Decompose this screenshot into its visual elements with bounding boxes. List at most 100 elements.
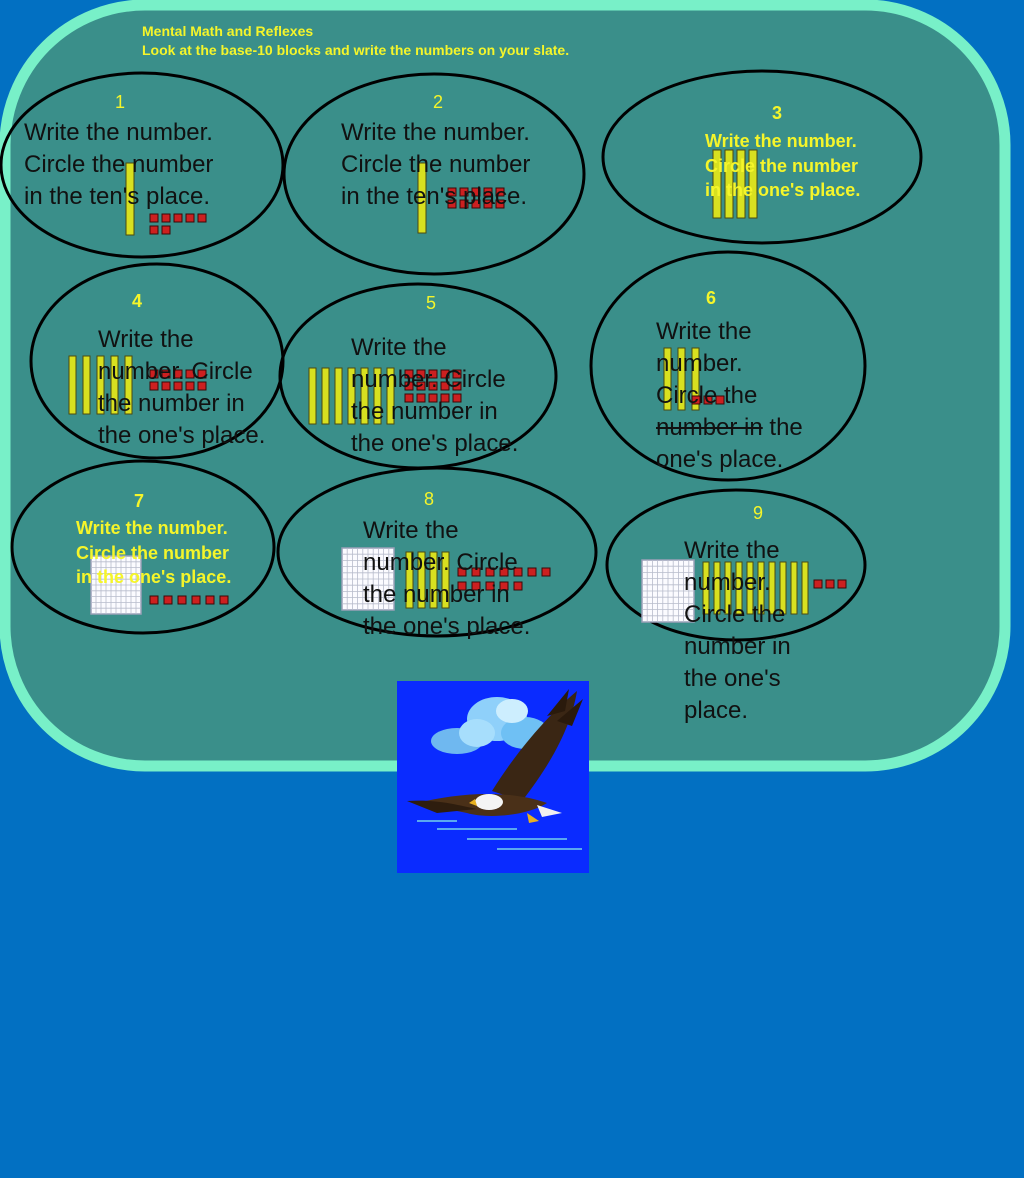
unit-cube bbox=[457, 567, 467, 577]
problem-3-text: Write the number. Circle the number in t… bbox=[705, 131, 861, 200]
unit-cube bbox=[161, 381, 171, 391]
unit-cube bbox=[471, 199, 481, 209]
problem-1-text: Write the number. Circle the number in t… bbox=[24, 117, 213, 213]
unit-cube bbox=[191, 595, 201, 605]
ten-rod bbox=[417, 162, 427, 234]
unit-cube bbox=[161, 213, 171, 223]
unit-cube bbox=[541, 567, 551, 577]
problem-5-text: Write the number. Circle the number in t… bbox=[351, 334, 519, 457]
oval-7 bbox=[10, 459, 276, 635]
ten-rod bbox=[724, 561, 732, 615]
ten-rod bbox=[735, 561, 743, 615]
problem-number-9: 9 bbox=[753, 503, 764, 523]
ten-rod bbox=[110, 355, 119, 415]
unit-cube bbox=[457, 581, 467, 591]
problem-4-text: Write the number. Circle the number in t… bbox=[98, 326, 266, 449]
unit-cube bbox=[404, 381, 414, 391]
unit-cube bbox=[173, 213, 183, 223]
ten-rod bbox=[373, 367, 382, 425]
unit-cube bbox=[485, 567, 495, 577]
ten-rod bbox=[801, 561, 809, 615]
ten-rod bbox=[712, 149, 722, 219]
ten-rod bbox=[790, 561, 798, 615]
ten-rod bbox=[386, 367, 395, 425]
ten-rod bbox=[702, 561, 710, 615]
ten-rod bbox=[96, 355, 105, 415]
problem-number-7: 7 bbox=[134, 491, 145, 511]
unit-cube bbox=[513, 567, 523, 577]
unit-cube bbox=[471, 187, 481, 197]
unit-cube bbox=[691, 395, 701, 405]
unit-cube bbox=[404, 369, 414, 379]
unit-cube bbox=[495, 187, 505, 197]
unit-cube bbox=[428, 393, 438, 403]
unit-cube bbox=[149, 369, 159, 379]
unit-cube bbox=[428, 381, 438, 391]
problem-6-line: Write the bbox=[656, 318, 752, 345]
ten-rod bbox=[417, 551, 426, 609]
ten-rod bbox=[677, 347, 686, 411]
oval-1 bbox=[0, 71, 285, 259]
unit-cube bbox=[452, 393, 462, 403]
ten-rod bbox=[124, 355, 133, 415]
unit-cube bbox=[495, 199, 505, 209]
unit-cube bbox=[447, 187, 457, 197]
eagle-icon bbox=[397, 681, 589, 873]
problem-6-line: one's place. bbox=[656, 446, 784, 473]
ten-rod bbox=[347, 367, 356, 425]
problem-number-5: 5 bbox=[426, 293, 437, 313]
unit-cube bbox=[813, 579, 823, 589]
ten-rod bbox=[68, 355, 77, 415]
page-title: Mental Math and Reflexes bbox=[142, 23, 314, 39]
unit-cube bbox=[163, 595, 173, 605]
ten-rod bbox=[405, 551, 414, 609]
ten-rod bbox=[441, 551, 450, 609]
ten-rod bbox=[768, 561, 776, 615]
unit-cube bbox=[825, 579, 835, 589]
problem-2-line: Circle the number bbox=[341, 151, 531, 178]
ten-rod bbox=[321, 367, 330, 425]
ten-rod bbox=[308, 367, 317, 425]
problem-2-text: Write the number. Circle the number in t… bbox=[341, 117, 530, 213]
unit-cube bbox=[527, 567, 537, 577]
unit-cube bbox=[149, 381, 159, 391]
problem-9-text: Write the number. Circle the number in t… bbox=[684, 537, 791, 724]
unit-cube bbox=[416, 369, 426, 379]
unit-cube bbox=[404, 393, 414, 403]
unit-cube bbox=[173, 369, 183, 379]
problem-number-8: 8 bbox=[424, 489, 435, 509]
base-ten-blocks bbox=[68, 149, 847, 623]
unit-cube bbox=[197, 213, 207, 223]
problem-1-line: Write the number. bbox=[24, 119, 213, 146]
problem-1-line: in the ten's place. bbox=[24, 183, 211, 210]
unit-cube bbox=[459, 187, 469, 197]
ten-rod bbox=[360, 367, 369, 425]
problem-2-line: Write the number. bbox=[341, 119, 530, 146]
cloud-icon bbox=[431, 697, 549, 754]
oval-2 bbox=[282, 72, 586, 276]
unit-cube bbox=[715, 395, 725, 405]
unit-cube bbox=[471, 567, 481, 577]
unit-cube bbox=[440, 393, 450, 403]
struck-text: number in bbox=[656, 414, 763, 441]
ten-rod bbox=[736, 149, 746, 219]
unit-cube bbox=[440, 369, 450, 379]
unit-cube bbox=[197, 381, 207, 391]
unit-cube bbox=[440, 381, 450, 391]
unit-cube bbox=[185, 381, 195, 391]
unit-cube bbox=[499, 581, 509, 591]
ten-rod bbox=[746, 561, 754, 615]
unit-cube bbox=[161, 225, 171, 235]
ten-rod bbox=[334, 367, 343, 425]
problem-6-line-rest: the bbox=[762, 414, 803, 441]
problem-number-6: 6 bbox=[706, 288, 717, 308]
unit-cube bbox=[197, 369, 207, 379]
unit-cube bbox=[483, 187, 493, 197]
unit-cube bbox=[483, 199, 493, 209]
ten-rod bbox=[757, 561, 765, 615]
problem-6-text: Write the number. Circle the number in t… bbox=[656, 316, 803, 476]
ten-rod bbox=[779, 561, 787, 615]
ten-rod bbox=[748, 149, 758, 219]
problem-number-2: 2 bbox=[433, 92, 444, 112]
